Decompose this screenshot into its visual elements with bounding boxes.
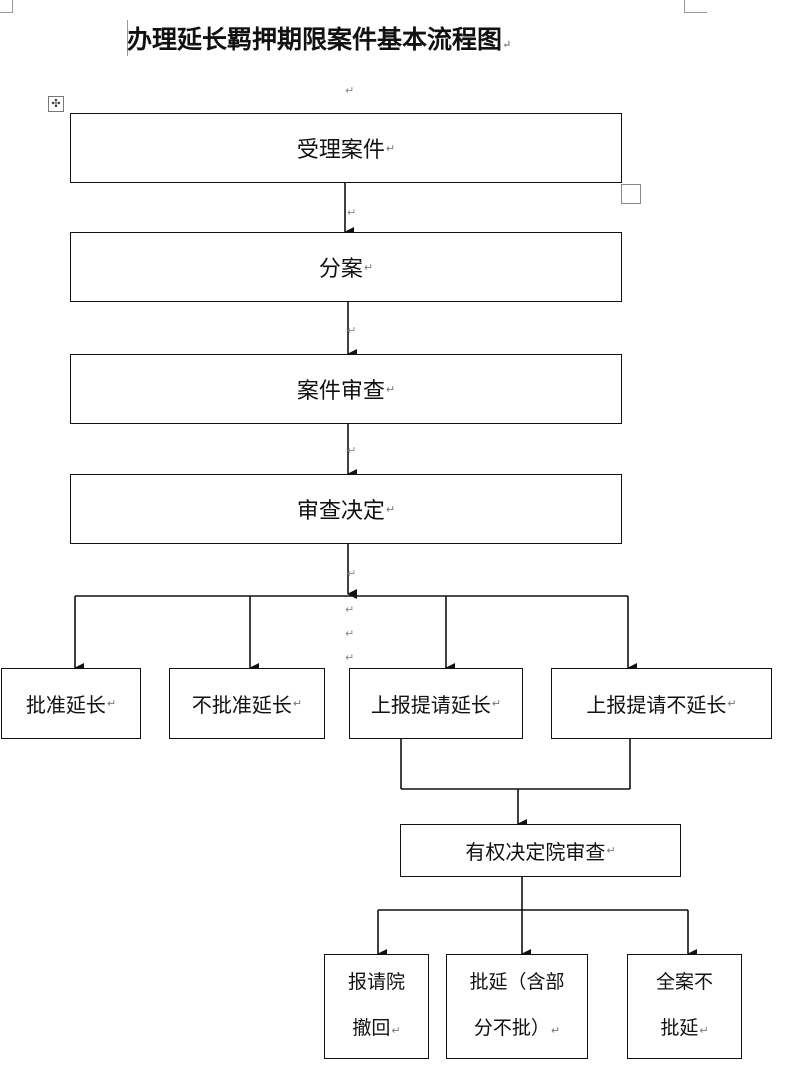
paragraph-mark-icon: ↵ xyxy=(606,844,616,857)
paragraph-mark-icon: ↵ xyxy=(385,141,396,155)
paragraph-mark-icon: ↵ xyxy=(727,697,737,710)
step-assign-case: 分案↵ xyxy=(70,232,622,302)
final-report-withdraw: 报请院 撤回↵ xyxy=(324,954,429,1059)
outcome-report-extend: 上报提请延长↵ xyxy=(349,668,523,739)
table-move-handle-icon[interactable]: ✣ xyxy=(48,96,64,112)
paragraph-mark-icon: ↵ xyxy=(347,206,357,219)
step-assign-case-label: 分案 xyxy=(318,257,363,282)
paragraph-mark-icon: ↵ xyxy=(106,697,117,710)
text-cursor xyxy=(127,20,128,56)
paragraph-mark-icon: ↵ xyxy=(385,382,396,396)
final-none-line2: 批延 xyxy=(660,1017,699,1039)
paragraph-mark-icon: ↵ xyxy=(347,567,357,580)
outcome-approve-extension: 批准延长↵ xyxy=(1,668,141,739)
paragraph-mark-icon: ↵ xyxy=(345,651,355,664)
final-none-approve: 全案不 批延↵ xyxy=(627,954,742,1059)
final-none-line2-wrap: 批延↵ xyxy=(660,1005,708,1054)
paragraph-mark-icon: ↵ xyxy=(345,603,355,616)
outcome-approve-label: 批准延长 xyxy=(25,693,106,717)
page-corner-mark xyxy=(684,0,707,13)
paragraph-mark-icon: ↵ xyxy=(347,444,357,457)
final-withdraw-line1: 报请院 xyxy=(347,971,405,993)
paragraph-mark-icon: ↵ xyxy=(347,324,357,337)
paragraph-mark-icon: ↵ xyxy=(502,38,512,51)
paragraph-mark-icon: ↵ xyxy=(550,1024,561,1037)
outcome-report-no-extend-label: 上报提请不延长 xyxy=(586,693,727,717)
paragraph-mark-icon: ↵ xyxy=(391,1024,401,1037)
table-resize-handle[interactable] xyxy=(621,184,641,204)
outcome-disapprove-extension: 不批准延长↵ xyxy=(169,668,325,739)
step-accept-case-label: 受理案件 xyxy=(296,138,385,163)
authority-court-review: 有权决定院审查↵ xyxy=(400,824,681,877)
outcome-disapprove-label: 不批准延长 xyxy=(191,693,292,717)
final-partial-line1: 批延（含部 xyxy=(469,971,565,993)
outcome-report-extend-label: 上报提请延长 xyxy=(370,693,491,717)
paragraph-mark-icon: ↵ xyxy=(345,627,355,640)
outcome-report-no-extend: 上报提请不延长↵ xyxy=(551,668,772,739)
paragraph-mark-icon: ↵ xyxy=(385,502,396,516)
final-partial-approve: 批延（含部 分不批）↵ xyxy=(446,954,588,1059)
paragraph-mark-icon: ↵ xyxy=(699,1024,709,1037)
step-case-review: 案件审查↵ xyxy=(70,354,622,424)
final-partial-line2-wrap: 分不批）↵ xyxy=(474,1005,560,1054)
step-review-decision-label: 审查决定 xyxy=(296,499,385,524)
paragraph-mark-icon: ↵ xyxy=(491,697,502,710)
paragraph-mark-icon: ↵ xyxy=(345,84,355,97)
step-review-decision: 审查决定↵ xyxy=(70,474,622,544)
step-accept-case: 受理案件↵ xyxy=(70,113,622,183)
paragraph-mark-icon: ↵ xyxy=(292,697,303,710)
final-withdraw-line2: 撤回 xyxy=(352,1017,391,1039)
final-none-line1: 全案不 xyxy=(655,971,713,993)
page-corner-mark xyxy=(0,0,13,13)
diagram-title-text: 办理延长羁押期限案件基本流程图 xyxy=(127,25,503,54)
step-case-review-label: 案件审查 xyxy=(296,379,385,404)
diagram-title: 办理延长羁押期限案件基本流程图↵ xyxy=(127,20,511,56)
final-partial-line2: 分不批） xyxy=(473,1017,550,1039)
paragraph-mark-icon: ↵ xyxy=(363,260,374,274)
final-withdraw-line2-wrap: 撤回↵ xyxy=(352,1005,400,1054)
authority-court-review-label: 有权决定院审查 xyxy=(465,840,606,864)
